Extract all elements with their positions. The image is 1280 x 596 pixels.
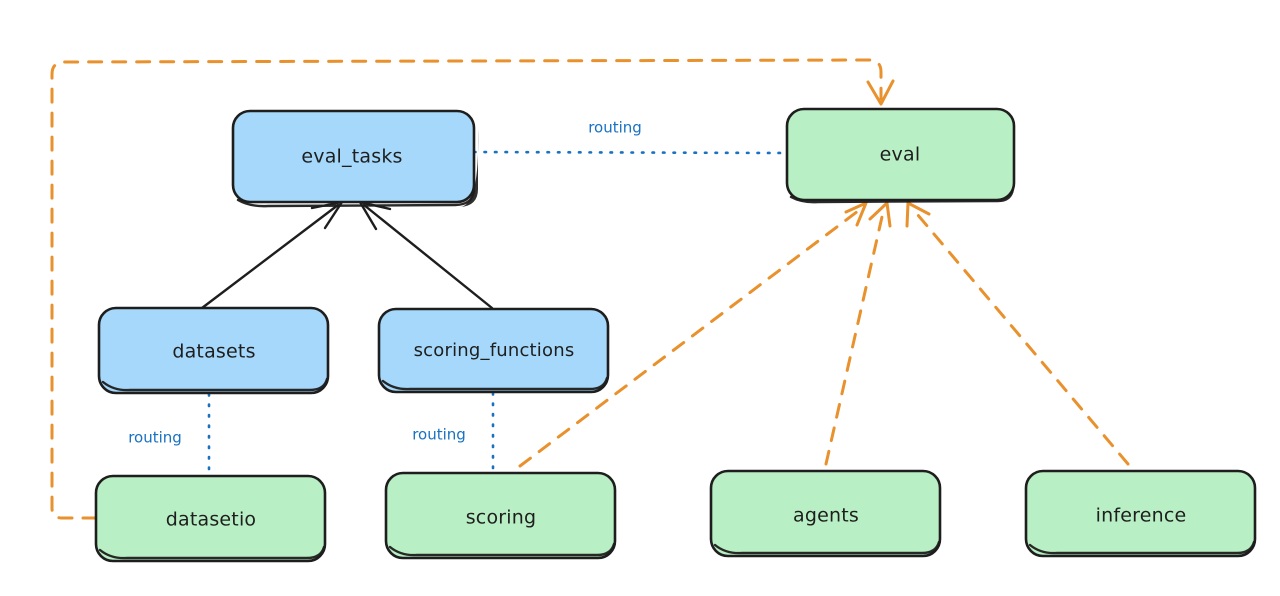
edge-label-routing-top: routing <box>588 119 642 137</box>
node-datasetio-shape[interactable] <box>94 474 327 563</box>
edge-datasets-to-eval_tasks <box>200 200 344 310</box>
edge-label-routing-left: routing <box>128 429 182 447</box>
node-eval_tasks-label: eval_tasks <box>301 146 402 168</box>
node-scoring-shape[interactable] <box>384 471 617 560</box>
node-eval_tasks[interactable]: eval_tasks <box>231 109 479 208</box>
edge-eval_tasks-to-eval: routing <box>472 119 786 155</box>
node-agents[interactable]: agents <box>709 469 942 558</box>
edge-label-routing-middle: routing <box>412 426 466 444</box>
node-eval_tasks-shape[interactable] <box>231 109 476 204</box>
edge-scoring-to-eval <box>518 201 868 468</box>
node-agents-label: agents <box>793 505 859 527</box>
node-eval-label: eval <box>880 144 921 166</box>
edge-agents-to-eval <box>824 201 892 466</box>
node-scoring-label: scoring <box>466 507 537 529</box>
node-datasetio[interactable]: datasetio <box>94 474 327 563</box>
node-eval[interactable]: eval <box>785 107 1016 204</box>
node-eval-shape[interactable] <box>785 107 1016 202</box>
edge-scoring_functions-to-eval_tasks <box>358 200 494 310</box>
edge-scoring_functions-to-scoring: routing <box>412 391 495 473</box>
node-inference[interactable]: inference <box>1024 469 1257 558</box>
node-scoring_functions-shape[interactable] <box>377 307 610 394</box>
node-scoring_functions-label: scoring_functions <box>414 340 575 361</box>
node-datasets-shape[interactable] <box>97 306 330 395</box>
node-datasetio-label: datasetio <box>166 509 257 531</box>
node-inference-label: inference <box>1096 505 1187 527</box>
node-datasets-label: datasets <box>172 341 255 363</box>
node-agents-shape[interactable] <box>709 469 942 558</box>
edge-datasetio-to-eval <box>50 58 895 520</box>
node-scoring[interactable]: scoring <box>384 471 617 560</box>
node-scoring_functions[interactable]: scoring_functions <box>377 307 610 394</box>
edge-inference-to-eval <box>905 201 1130 466</box>
node-datasets[interactable]: datasets <box>97 306 330 395</box>
node-inference-shape[interactable] <box>1024 469 1257 558</box>
edge-datasets-to-datasetio: routing <box>128 392 211 476</box>
